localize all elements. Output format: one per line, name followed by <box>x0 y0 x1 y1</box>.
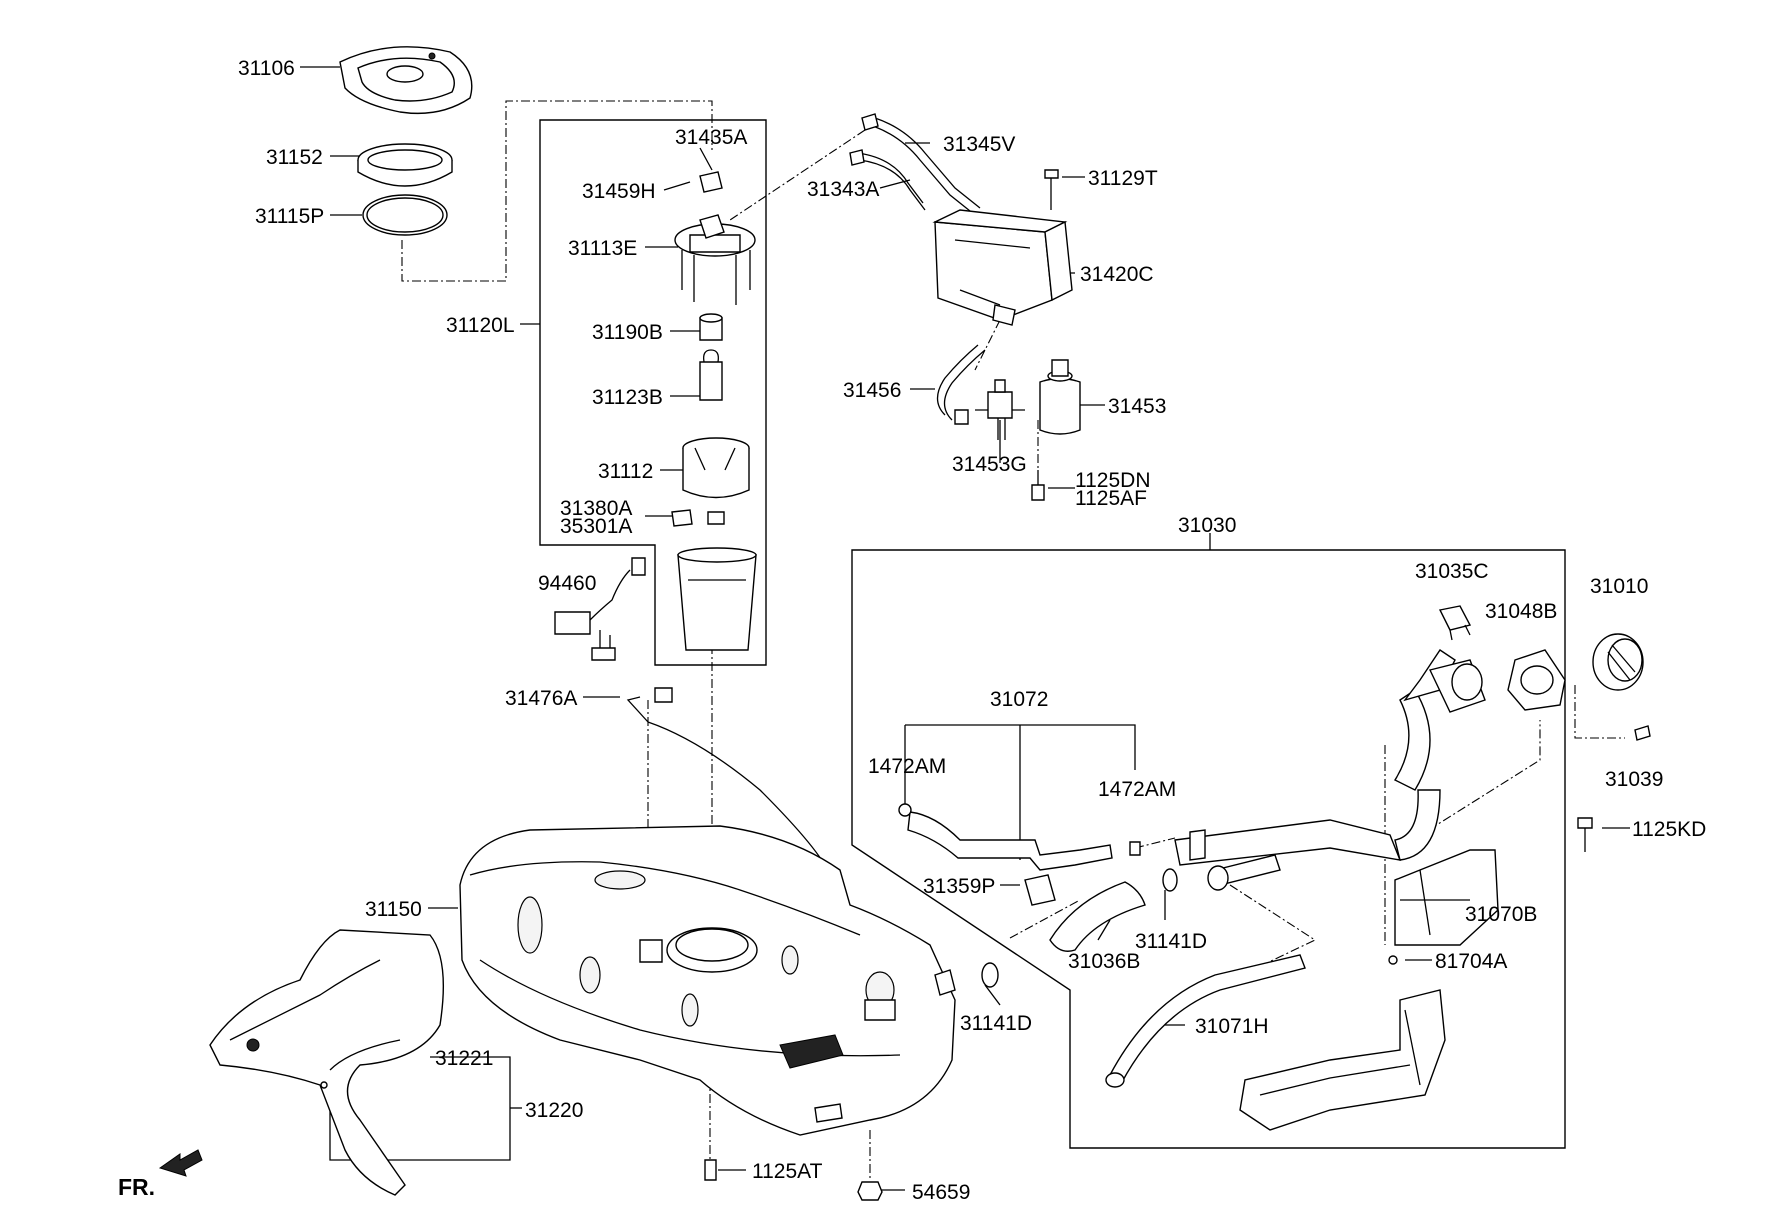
heat-shield <box>209 929 444 1196</box>
label-31476A: 31476A <box>505 687 577 710</box>
label-31039: 31039 <box>1605 768 1663 791</box>
filler-hose-31036B <box>1049 881 1146 952</box>
label-31141D-a: 31141D <box>1135 930 1207 953</box>
dashed-guide-ring <box>401 100 713 282</box>
filler-bracket <box>1438 605 1472 641</box>
label-31115P: 31115P <box>255 205 324 228</box>
label-31048B: 31048B <box>1485 600 1557 623</box>
filler-neck <box>1174 649 1486 866</box>
label-1125DN: 1125DN <box>1075 469 1151 492</box>
fuel-sender <box>554 557 646 661</box>
lock-ring <box>357 143 453 187</box>
label-31070B: 31070B <box>1465 903 1537 926</box>
label-31190B: 31190B <box>592 321 663 344</box>
label-31120L: 31120L <box>446 314 515 337</box>
tank-mount-nut <box>857 1181 883 1201</box>
label-54659: 54659 <box>912 1181 970 1204</box>
label-94460: 94460 <box>538 572 596 595</box>
label-81704A: 81704A <box>1435 950 1507 973</box>
label-31420C: 31420C <box>1080 263 1154 286</box>
label-1125AF: 1125AF <box>1075 487 1147 510</box>
front-direction-arrow <box>158 1149 203 1177</box>
lower-bracket <box>1239 989 1446 1131</box>
dashed-guide-canister <box>974 319 1001 371</box>
label-31071H: 31071H <box>1195 1015 1269 1038</box>
leader-lines <box>300 66 1630 1191</box>
purge-valve <box>975 359 1081 501</box>
label-31150: 31150 <box>365 898 422 921</box>
label-31030: 31030 <box>1178 514 1236 537</box>
label-31036B: 31036B <box>1068 950 1140 973</box>
filler-shield <box>1394 849 1499 946</box>
label-1125AT: 1125AT <box>752 1160 823 1183</box>
label-31152: 31152 <box>266 146 323 169</box>
label-31453: 31453 <box>1108 395 1166 418</box>
label-31106: 31106 <box>238 57 295 80</box>
connector-hose <box>1207 854 1281 891</box>
fuel-tank <box>459 825 956 1136</box>
label-31010: 31010 <box>1590 575 1648 598</box>
label-31123B: 31123B <box>592 386 663 409</box>
tank-mount-bolt <box>704 1159 717 1181</box>
purge-hose <box>936 344 986 425</box>
filler-assembly-box <box>851 549 1566 1149</box>
label-31453G: 31453G <box>952 453 1027 476</box>
canister-bolt <box>1044 169 1059 210</box>
gasket-ring <box>362 194 448 236</box>
hose-clamp-31141D-a <box>1162 868 1178 892</box>
label-1472AM-a: 1472AM <box>868 755 946 778</box>
label-31459H: 31459H <box>582 180 656 203</box>
label-31221: 31221 <box>435 1047 493 1070</box>
label-31220: 31220 <box>525 1099 583 1122</box>
vapor-hoses <box>849 113 981 216</box>
tank-cover-plate <box>339 46 473 115</box>
hose-clamp-31141D-b <box>981 962 999 988</box>
label-35301A: 35301A <box>560 515 632 538</box>
vent-hose-31071H <box>1105 954 1306 1088</box>
bolt-1125KD <box>1577 817 1593 852</box>
label-31129T: 31129T <box>1088 167 1158 190</box>
label-fr: FR. <box>118 1174 155 1200</box>
label-31345V: 31345V <box>943 133 1015 156</box>
label-31435A: 31435A <box>675 126 747 149</box>
label-31380A: 31380A <box>560 497 632 520</box>
label-31035C: 31035C <box>1415 560 1489 583</box>
dashed-guide-hose <box>1009 837 1317 996</box>
pump-assembly-box <box>539 119 767 666</box>
label-31343A: 31343A <box>807 178 879 201</box>
label-1472AM-b: 1472AM <box>1098 778 1176 801</box>
label-1125KD: 1125KD <box>1632 818 1706 841</box>
dashed-guide-filler <box>1384 685 1625 945</box>
dashed-guide-vapor <box>729 129 866 221</box>
label-31359P: 31359P <box>923 875 995 898</box>
label-31456: 31456 <box>843 379 901 402</box>
label-31112: 31112 <box>598 460 653 483</box>
part-number-labels: 31106 31152 31115P 31120L 31435A 31459H … <box>118 57 1706 1204</box>
clip-31359P <box>1024 874 1056 906</box>
small-screw-31039 <box>1634 725 1651 741</box>
clip-81704A <box>1388 955 1398 965</box>
charcoal-canister <box>932 209 1073 326</box>
breather-hose <box>898 803 1141 871</box>
label-31113E: 31113E <box>568 237 637 260</box>
label-31072: 31072 <box>990 688 1048 711</box>
fuel-cap <box>1592 633 1644 691</box>
filler-housing <box>1507 649 1566 711</box>
fuel-pump-assembly <box>671 171 757 651</box>
label-31141D-b: 31141D <box>960 1012 1032 1035</box>
